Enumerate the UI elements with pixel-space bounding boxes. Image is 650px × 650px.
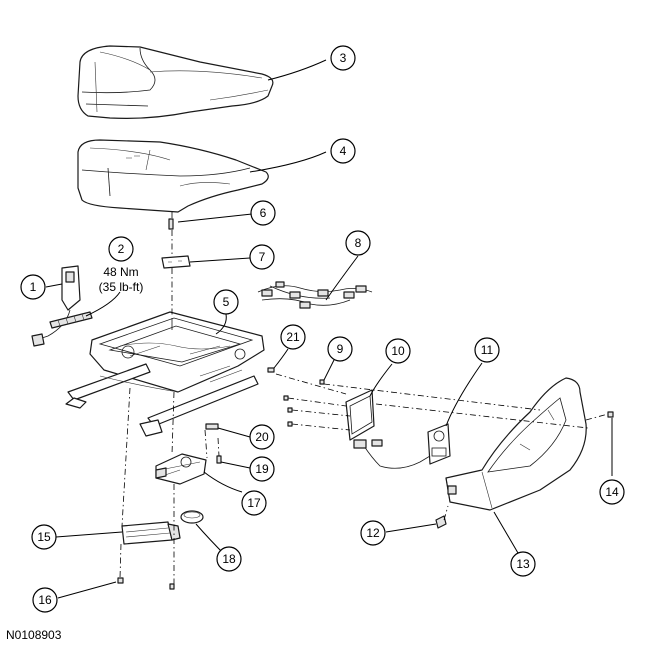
callout-1: 1 <box>20 274 46 300</box>
callout-11-label: 11 <box>481 343 494 357</box>
callout-1-label: 1 <box>30 280 37 294</box>
seat-side-shield-13 <box>445 377 587 511</box>
torque-spec-imperial: (35 lb-ft) <box>99 280 144 294</box>
callout-5-label: 5 <box>223 295 230 309</box>
callout-8-label: 8 <box>355 236 362 250</box>
callout-2: 2 <box>108 236 134 262</box>
callout-17-label: 17 <box>247 496 261 510</box>
callout-21: 21 <box>280 324 306 350</box>
callout-20-label: 20 <box>255 430 269 444</box>
callout-7-label: 7 <box>259 250 266 264</box>
bolt-6 <box>168 218 174 230</box>
seat-belt-buckle-1 <box>31 265 81 347</box>
clip-16 <box>117 577 124 584</box>
pin-20 <box>205 423 219 430</box>
wiring-harness-8 <box>257 281 373 309</box>
callout-10: 10 <box>385 338 411 364</box>
callout-12-label: 12 <box>366 526 380 540</box>
callout-10-label: 10 <box>391 344 405 358</box>
callout-14-label: 14 <box>605 485 619 499</box>
callout-18-label: 18 <box>222 552 236 566</box>
callout-11: 11 <box>474 337 500 363</box>
screw-19 <box>216 455 222 464</box>
callout-16-label: 16 <box>38 593 52 607</box>
seat-control-module-17 <box>155 453 207 485</box>
seat-cushion-pad <box>77 139 269 213</box>
callout-20: 20 <box>249 424 275 450</box>
seat-cushion-cover <box>77 45 274 119</box>
screw-21 <box>267 367 275 373</box>
callout-15: 15 <box>31 524 57 550</box>
callout-3: 3 <box>330 45 356 71</box>
bracket-frame-10 <box>345 389 375 441</box>
callout-15-label: 15 <box>37 530 51 544</box>
module-15 <box>121 521 181 545</box>
callout-16: 16 <box>32 587 58 613</box>
torque-spec-metric: 48 Nm <box>103 265 138 279</box>
callout-12: 12 <box>360 520 386 546</box>
figure-id: N0108903 <box>6 628 62 642</box>
callout-9-label: 9 <box>337 342 344 356</box>
center-lines <box>119 212 609 590</box>
callout-21-label: 21 <box>286 330 300 344</box>
callout-3-label: 3 <box>340 51 347 65</box>
callout-6-label: 6 <box>260 206 267 220</box>
bracket-7 <box>161 255 191 269</box>
bolt-2 <box>49 311 93 329</box>
fastener-14 <box>607 411 614 418</box>
callout-14: 14 <box>599 479 625 505</box>
seat-track-frame-5 <box>65 311 265 437</box>
callout-2-label: 2 <box>118 242 125 256</box>
callout-13-label: 13 <box>516 557 530 571</box>
callout-4-label: 4 <box>340 144 347 158</box>
callout-19-label: 19 <box>255 462 269 476</box>
leader-lines <box>45 59 613 599</box>
callout-19: 19 <box>249 456 275 482</box>
fastener-9 <box>319 379 325 385</box>
callout-6: 6 <box>250 200 276 226</box>
callout-17: 17 <box>241 490 267 516</box>
callout-18: 18 <box>216 546 242 572</box>
switch-panel-11 <box>353 423 451 469</box>
callout-4: 4 <box>330 138 356 164</box>
callout-13: 13 <box>510 551 536 577</box>
callout-5: 5 <box>213 289 239 315</box>
callout-7: 7 <box>249 244 275 270</box>
cap-18 <box>180 510 204 524</box>
callout-9: 9 <box>327 336 353 362</box>
callout-8: 8 <box>345 230 371 256</box>
screw-12 <box>435 515 447 529</box>
